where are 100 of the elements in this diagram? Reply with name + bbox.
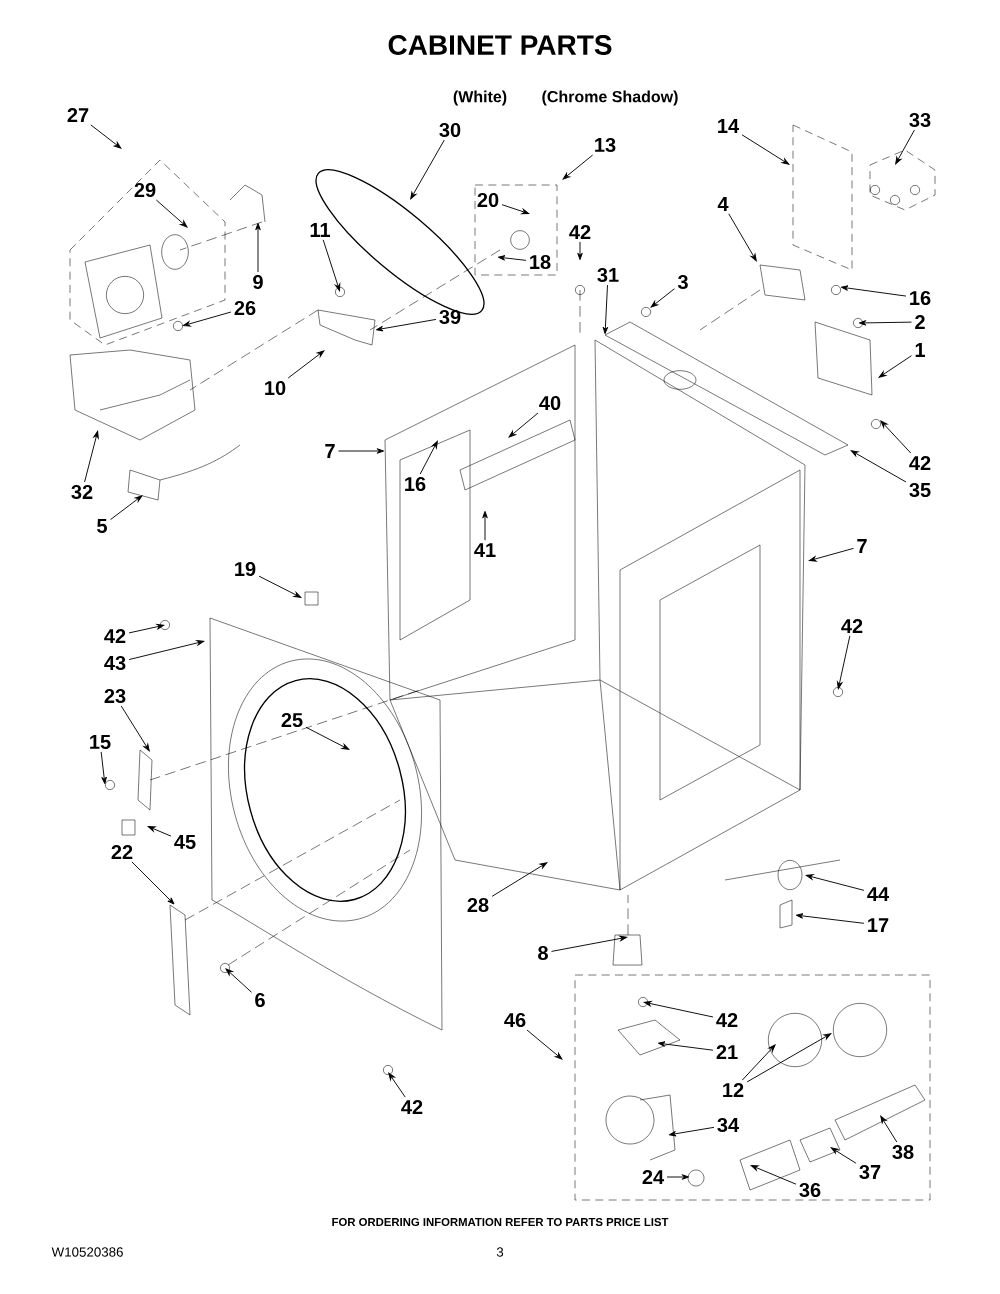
- note-text: FOR ORDERING INFORMATION REFER TO PARTS PRICE LIST: [332, 1218, 669, 1226]
- leader-line: [110, 495, 143, 521]
- callout-number: 31: [597, 267, 619, 283]
- leader-line: [728, 213, 757, 262]
- callout-number: 34: [717, 1117, 739, 1133]
- leader-line: [666, 1174, 690, 1180]
- callout-number: 13: [595, 137, 616, 153]
- leader-line: [287, 350, 325, 379]
- callout-number: 23: [104, 688, 126, 704]
- leader-line: [322, 239, 341, 292]
- leader-line: [562, 154, 594, 180]
- leader-line: [375, 318, 437, 332]
- leader-line: [858, 320, 912, 326]
- leader-line: [388, 1072, 406, 1098]
- leader-line: [840, 285, 907, 297]
- leader-line: [501, 204, 530, 215]
- callout-number: 40: [539, 395, 561, 411]
- callout-number: 19: [235, 561, 256, 577]
- callout-number: 44: [867, 887, 890, 901]
- leader-line: [305, 726, 350, 750]
- callout-number: 25: [281, 712, 303, 728]
- leader-line: [155, 199, 188, 228]
- leader-line: [878, 355, 912, 378]
- callout-number: 32: [71, 484, 93, 500]
- callout-number: 37: [859, 1164, 881, 1180]
- leader-line: [808, 547, 854, 562]
- note-text: (White): [453, 90, 507, 106]
- leader-line: [84, 430, 99, 483]
- note-text: W10520386: [51, 1247, 123, 1257]
- callout-number: 38: [892, 1144, 914, 1160]
- leader-line: [338, 448, 385, 454]
- callout-number: 41: [474, 543, 496, 557]
- leader-line: [746, 1033, 832, 1083]
- callout-number: 42: [909, 456, 931, 470]
- callout-number: 21: [716, 1045, 738, 1059]
- leader-line: [128, 640, 205, 661]
- callout-number: 14: [718, 119, 739, 133]
- leader-line: [90, 124, 122, 149]
- note-text: (Chrome Shadow): [542, 90, 678, 106]
- leader-line: [255, 222, 261, 273]
- callout-number: 33: [909, 112, 931, 128]
- callout-number: 7: [325, 444, 335, 458]
- leader-line: [577, 241, 583, 261]
- callout-number: 12: [723, 1083, 744, 1097]
- leader-line: [750, 1165, 797, 1185]
- callout-number: 3: [677, 274, 688, 290]
- leader-line: [668, 1126, 715, 1137]
- leader-line: [850, 450, 907, 483]
- callout-number: 16: [405, 476, 426, 492]
- leader-line: [225, 968, 252, 993]
- leader-line: [741, 134, 790, 165]
- callout-number: 4: [717, 197, 729, 211]
- callout-number: 43: [104, 655, 126, 671]
- callout-number: 46: [504, 1012, 526, 1028]
- callout-number: 35: [909, 482, 931, 498]
- leader-line: [830, 1147, 857, 1164]
- leader-line: [895, 129, 915, 165]
- leader-line: [880, 420, 912, 454]
- callout-number: 5: [97, 519, 107, 533]
- callout-number: 9: [253, 274, 263, 290]
- callout-number: 20: [477, 192, 499, 208]
- callout-number: 8: [538, 945, 548, 961]
- callout-number: 30: [439, 122, 461, 138]
- leader-line: [526, 1029, 563, 1060]
- leader-line: [131, 861, 175, 905]
- callout-number: 17: [868, 918, 889, 932]
- callout-number: 2: [915, 315, 925, 329]
- callout-number: 29: [134, 182, 156, 198]
- callout-number: 7: [857, 539, 867, 553]
- leader-line: [100, 751, 107, 785]
- leader-line: [836, 635, 851, 690]
- leader-line: [805, 874, 865, 891]
- callout-number: 10: [265, 380, 286, 396]
- callout-number: 15: [90, 735, 111, 749]
- callout-number: 16: [910, 290, 931, 306]
- leader-line: [643, 1000, 714, 1018]
- callout-number: 26: [234, 300, 256, 316]
- note-text: 3: [496, 1247, 504, 1257]
- leader-line: [410, 139, 445, 200]
- callout-number: 36: [799, 1182, 821, 1198]
- leader-line: [551, 935, 628, 952]
- leader-line: [880, 1115, 898, 1143]
- leader-line: [128, 623, 165, 634]
- callout-number: 42: [401, 1100, 423, 1114]
- leader-line: [491, 862, 548, 897]
- leader-line: [795, 913, 865, 924]
- callout-number: 39: [439, 309, 461, 325]
- callout-number: 22: [111, 845, 133, 859]
- callout-number: 45: [174, 835, 196, 849]
- leader-line: [419, 440, 438, 475]
- diagram-title: CABINET PARTS: [388, 35, 612, 55]
- callout-number: 1: [915, 343, 925, 357]
- leader-line: [508, 412, 539, 438]
- leader-line: [258, 575, 302, 598]
- callout-number: 6: [255, 992, 265, 1008]
- callout-number: 42: [841, 619, 863, 633]
- leader-line: [741, 1044, 776, 1081]
- callout-number: 28: [467, 897, 489, 913]
- callout-number: 11: [310, 223, 330, 237]
- leader-line: [657, 1041, 714, 1051]
